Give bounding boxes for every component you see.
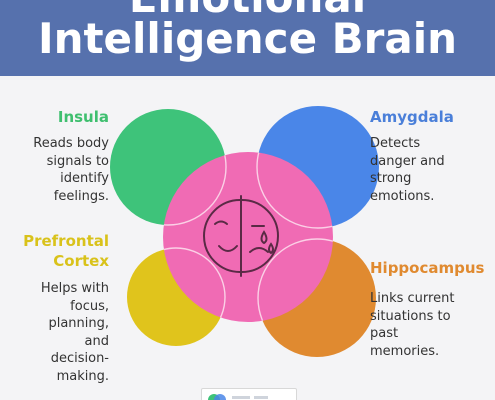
prefrontal-cortex-label: Prefrontal Cortex	[23, 231, 109, 271]
center-circle	[163, 152, 333, 322]
hippocampus-description: Links current situations to past memorie…	[370, 291, 455, 359]
insula-label: Insula	[57, 108, 109, 126]
brand-logo-icon	[208, 394, 268, 400]
hippocampus-label: Hippocampus	[370, 259, 485, 277]
brand-logo	[201, 388, 297, 400]
title-line-1: Emotional	[0, 0, 495, 19]
prefrontal-cortex-description: Helps with focus, planning, and decision…	[40, 281, 109, 384]
title-banner: Emotional Intelligence Brain	[0, 0, 495, 76]
title-line-2: Intelligence Brain	[37, 14, 458, 63]
happy-sad-face-icon	[203, 195, 279, 277]
amygdala-description: Detects danger and strong emotions.	[370, 136, 445, 204]
insula-description: Reads body signals to identify feelings.	[33, 136, 109, 204]
prefrontal-label-line-1: Prefrontal	[23, 232, 109, 250]
amygdala-label: Amygdala	[370, 108, 454, 126]
prefrontal-label-line-2: Cortex	[53, 252, 109, 270]
overlap-outlines	[163, 152, 333, 322]
